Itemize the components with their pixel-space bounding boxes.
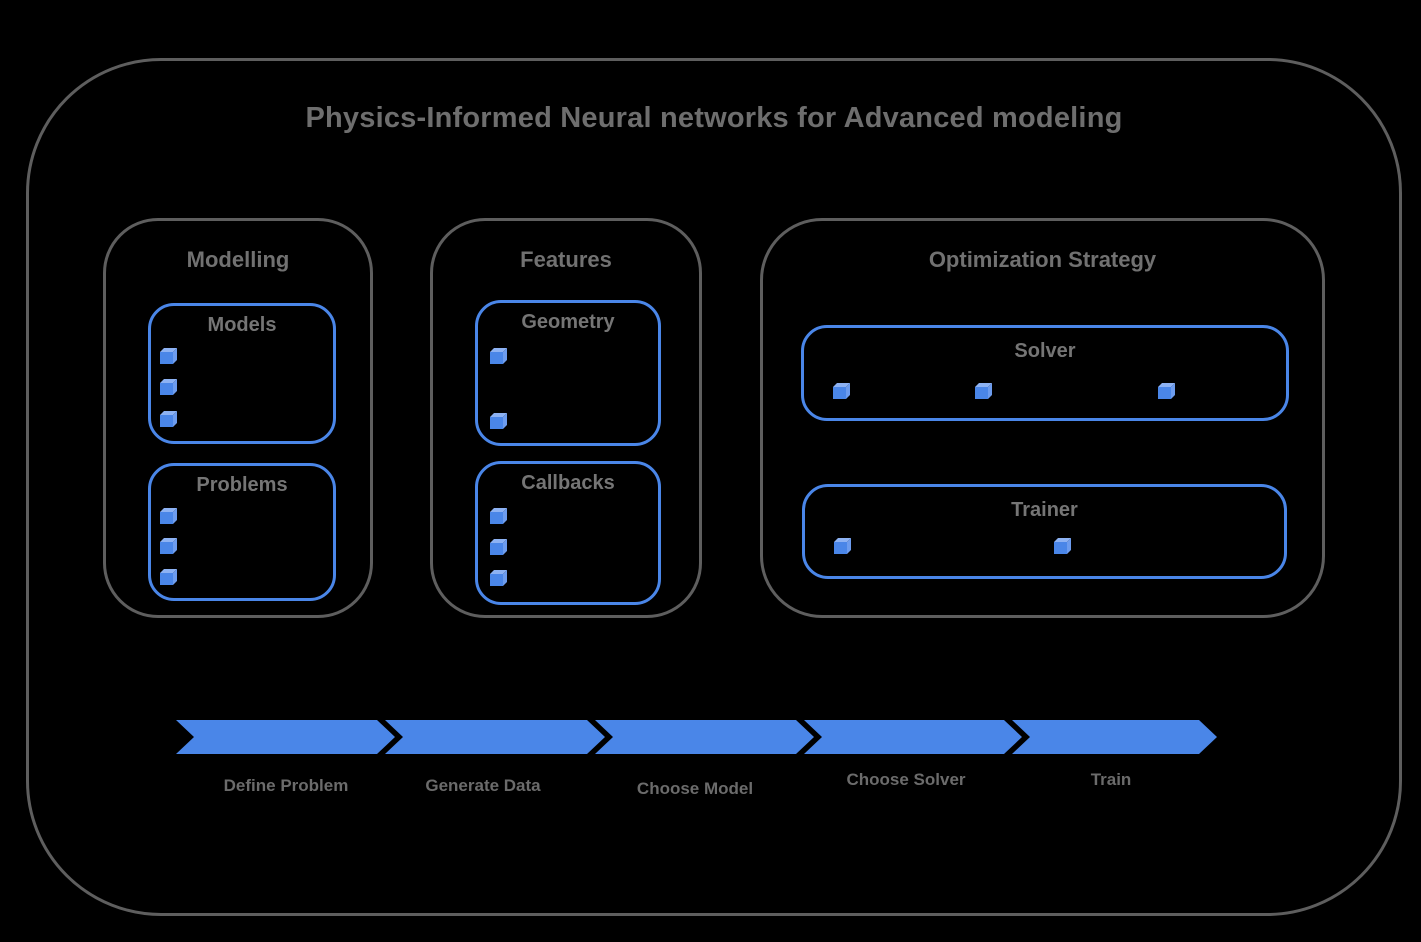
section-features-title: Features <box>520 247 612 272</box>
outer-frame <box>26 58 1402 916</box>
pipeline-arrow-segment <box>176 720 395 754</box>
cube-bullet-icon <box>834 542 847 554</box>
box-problems: Problems <box>148 463 336 601</box>
cube-bullet-icon <box>160 542 173 554</box>
cube-bullet-icon <box>160 415 173 427</box>
box-callbacks-title: Callbacks <box>521 472 615 494</box>
box-solver-title: Solver <box>1014 340 1076 362</box>
section-modelling-title: Modelling <box>186 247 290 272</box>
box-callbacks: Callbacks <box>475 461 661 605</box>
cube-bullet-icon <box>160 383 173 395</box>
box-problems-title: Problems <box>196 474 288 496</box>
cube-bullet-icon <box>490 512 503 524</box>
box-geometry-title: Geometry <box>521 311 615 333</box>
box-trainer-title: Trainer <box>1011 499 1078 521</box>
section-optimization-title: Optimization Strategy <box>928 247 1157 272</box>
pipeline-arrow-segment <box>1012 720 1217 754</box>
pipeline-arrow <box>176 720 1217 754</box>
step-label-define-problem: Define Problem <box>223 776 349 795</box>
box-geometry: Geometry <box>475 300 661 446</box>
pipeline-arrow-segment <box>804 720 1022 754</box>
pipeline-arrow-segment <box>595 720 814 754</box>
step-label-train: Train <box>1090 770 1132 789</box>
step-label-choose-model: Choose Model <box>636 779 754 798</box>
cube-bullet-icon <box>490 543 503 555</box>
box-solver: Solver <box>801 325 1289 421</box>
cube-bullet-icon <box>160 512 173 524</box>
cube-bullet-icon <box>1158 387 1171 399</box>
section-modelling: Modelling Models Problems <box>103 218 373 618</box>
cube-bullet-icon <box>1054 542 1067 554</box>
box-models-title: Models <box>207 314 277 336</box>
step-label-choose-solver: Choose Solver <box>846 770 966 789</box>
section-features: Features Geometry Callbacks <box>430 218 702 618</box>
section-optimization-strategy: Optimization Strategy Solver Trainer <box>760 218 1325 618</box>
cube-bullet-icon <box>975 387 988 399</box>
cube-bullet-icon <box>833 387 846 399</box>
pipeline-arrow-segment <box>385 720 605 754</box>
cube-bullet-icon <box>490 352 503 364</box>
cube-bullet-icon <box>160 573 173 585</box>
diagram-title: Physics-Informed Neural networks for Adv… <box>305 102 1123 134</box>
box-models: Models <box>148 303 336 444</box>
cube-bullet-icon <box>490 574 503 586</box>
cube-bullet-icon <box>160 352 173 364</box>
box-trainer: Trainer <box>802 484 1287 579</box>
cube-bullet-icon <box>490 417 503 429</box>
step-label-generate-data: Generate Data <box>425 776 541 795</box>
